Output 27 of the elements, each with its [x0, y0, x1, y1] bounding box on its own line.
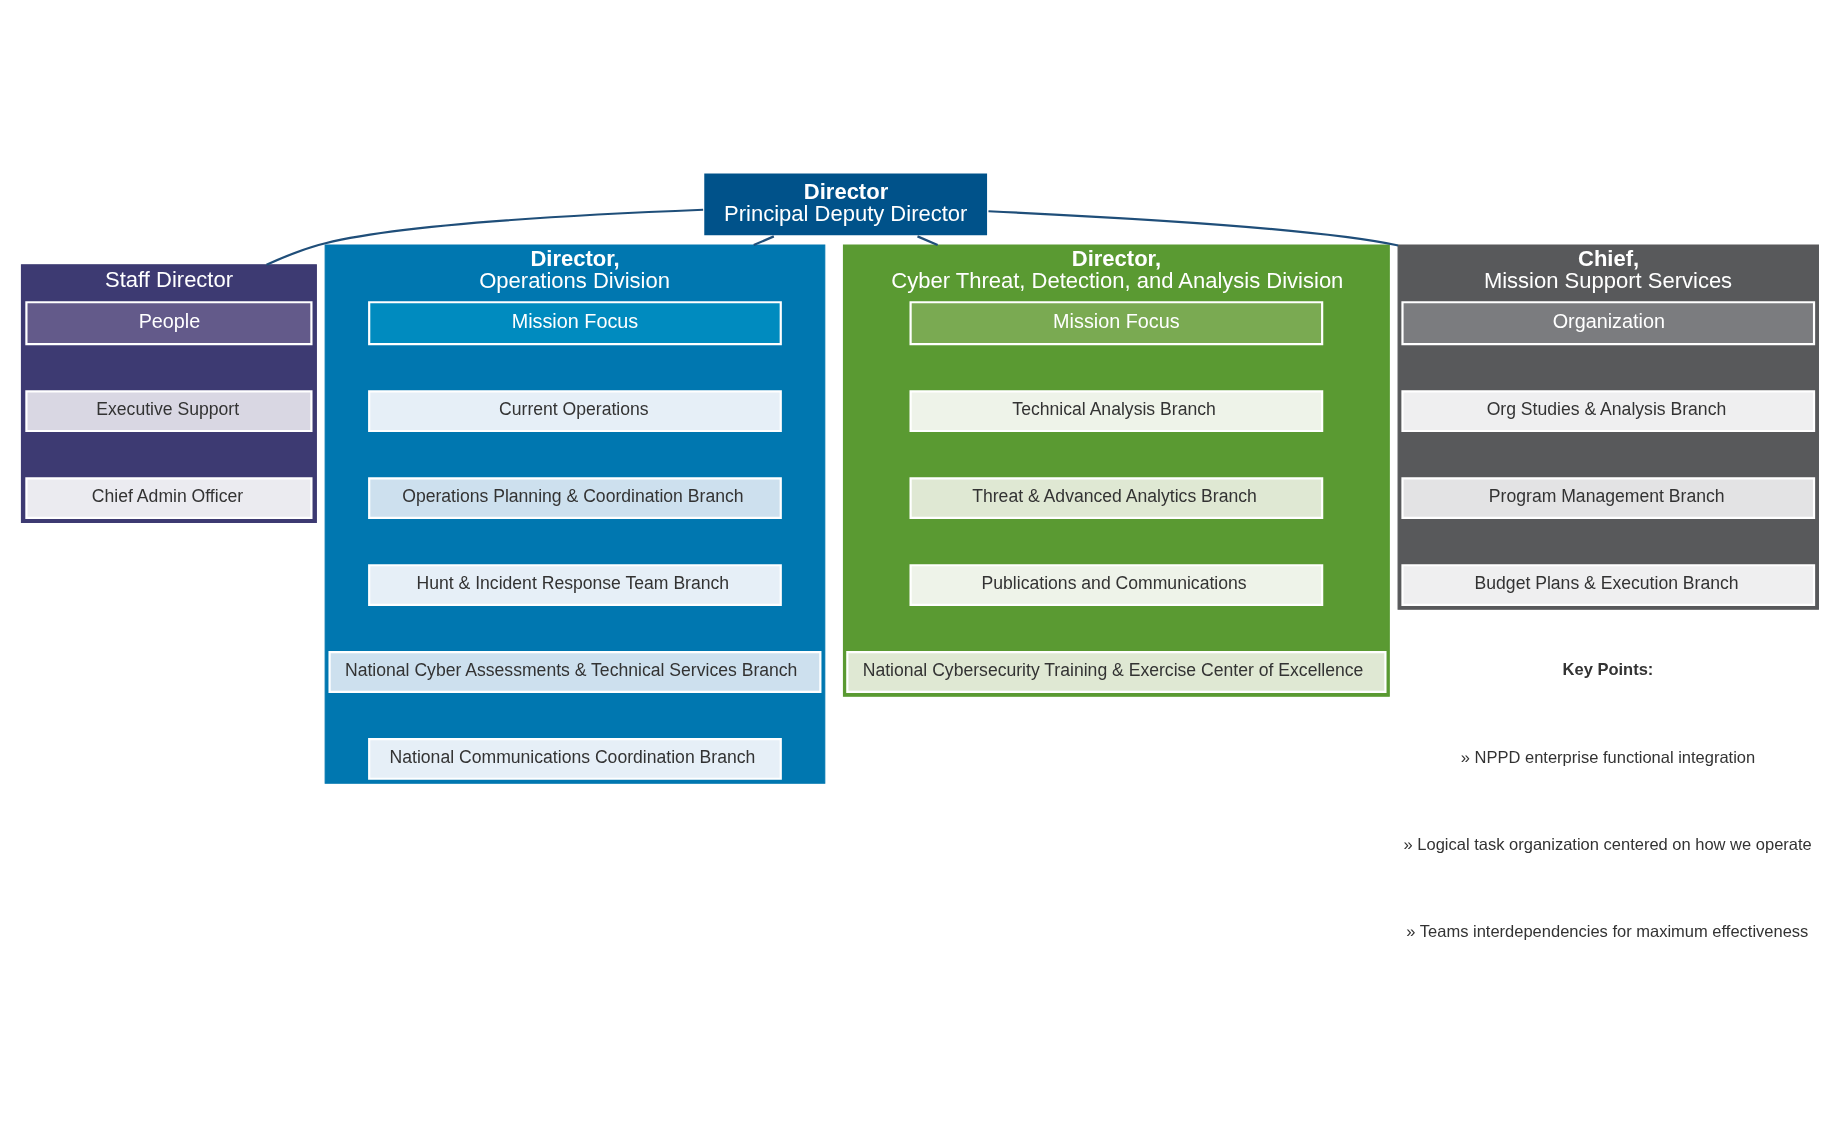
node-box: Organization	[1401, 300, 1816, 345]
node-box: National Communications Coordination Branch	[368, 737, 782, 780]
node-box: Technical Analysis Branch	[909, 389, 1324, 432]
node-box: National Cyber Assessments & Technical Services Branch	[328, 650, 822, 693]
label: » NPPD enterprise functional integration	[1460, 747, 1756, 766]
node-box: National Cybersecurity Training & Exercise Center of Excellence	[846, 650, 1387, 693]
node-box: Hunt & Incident Response Team Branch	[368, 563, 782, 606]
node-box: Current Operations	[368, 389, 782, 432]
node-box: Publications and Communications	[909, 563, 1324, 606]
connector	[988, 209, 1399, 247]
connector	[753, 234, 775, 246]
connector	[917, 234, 939, 246]
node-box: Org Studies & Analysis Branch	[1401, 389, 1816, 432]
node-box: Threat & Advanced Analytics Branch	[909, 476, 1324, 519]
label: Key Points:	[1562, 659, 1654, 678]
node-box: Budget Plans & Execution Branch	[1401, 563, 1816, 606]
label: » Teams interdependencies for maximum effectiveness	[1406, 921, 1809, 940]
node-box: Mission Focus	[368, 300, 782, 345]
connector	[266, 208, 704, 266]
label: » Logical task organization centered on how we operate	[1403, 834, 1812, 853]
node-box: People	[25, 300, 313, 345]
node-box: Mission Focus	[909, 300, 1324, 345]
node-box: Director Principal Deputy Director	[702, 170, 990, 237]
node-box: Operations Planning & Coordination Branch	[368, 476, 782, 519]
node-box: Program Management Branch	[1401, 476, 1816, 519]
node-box: Executive Support	[25, 389, 313, 432]
node-box: Chief Admin Officer	[25, 476, 313, 519]
